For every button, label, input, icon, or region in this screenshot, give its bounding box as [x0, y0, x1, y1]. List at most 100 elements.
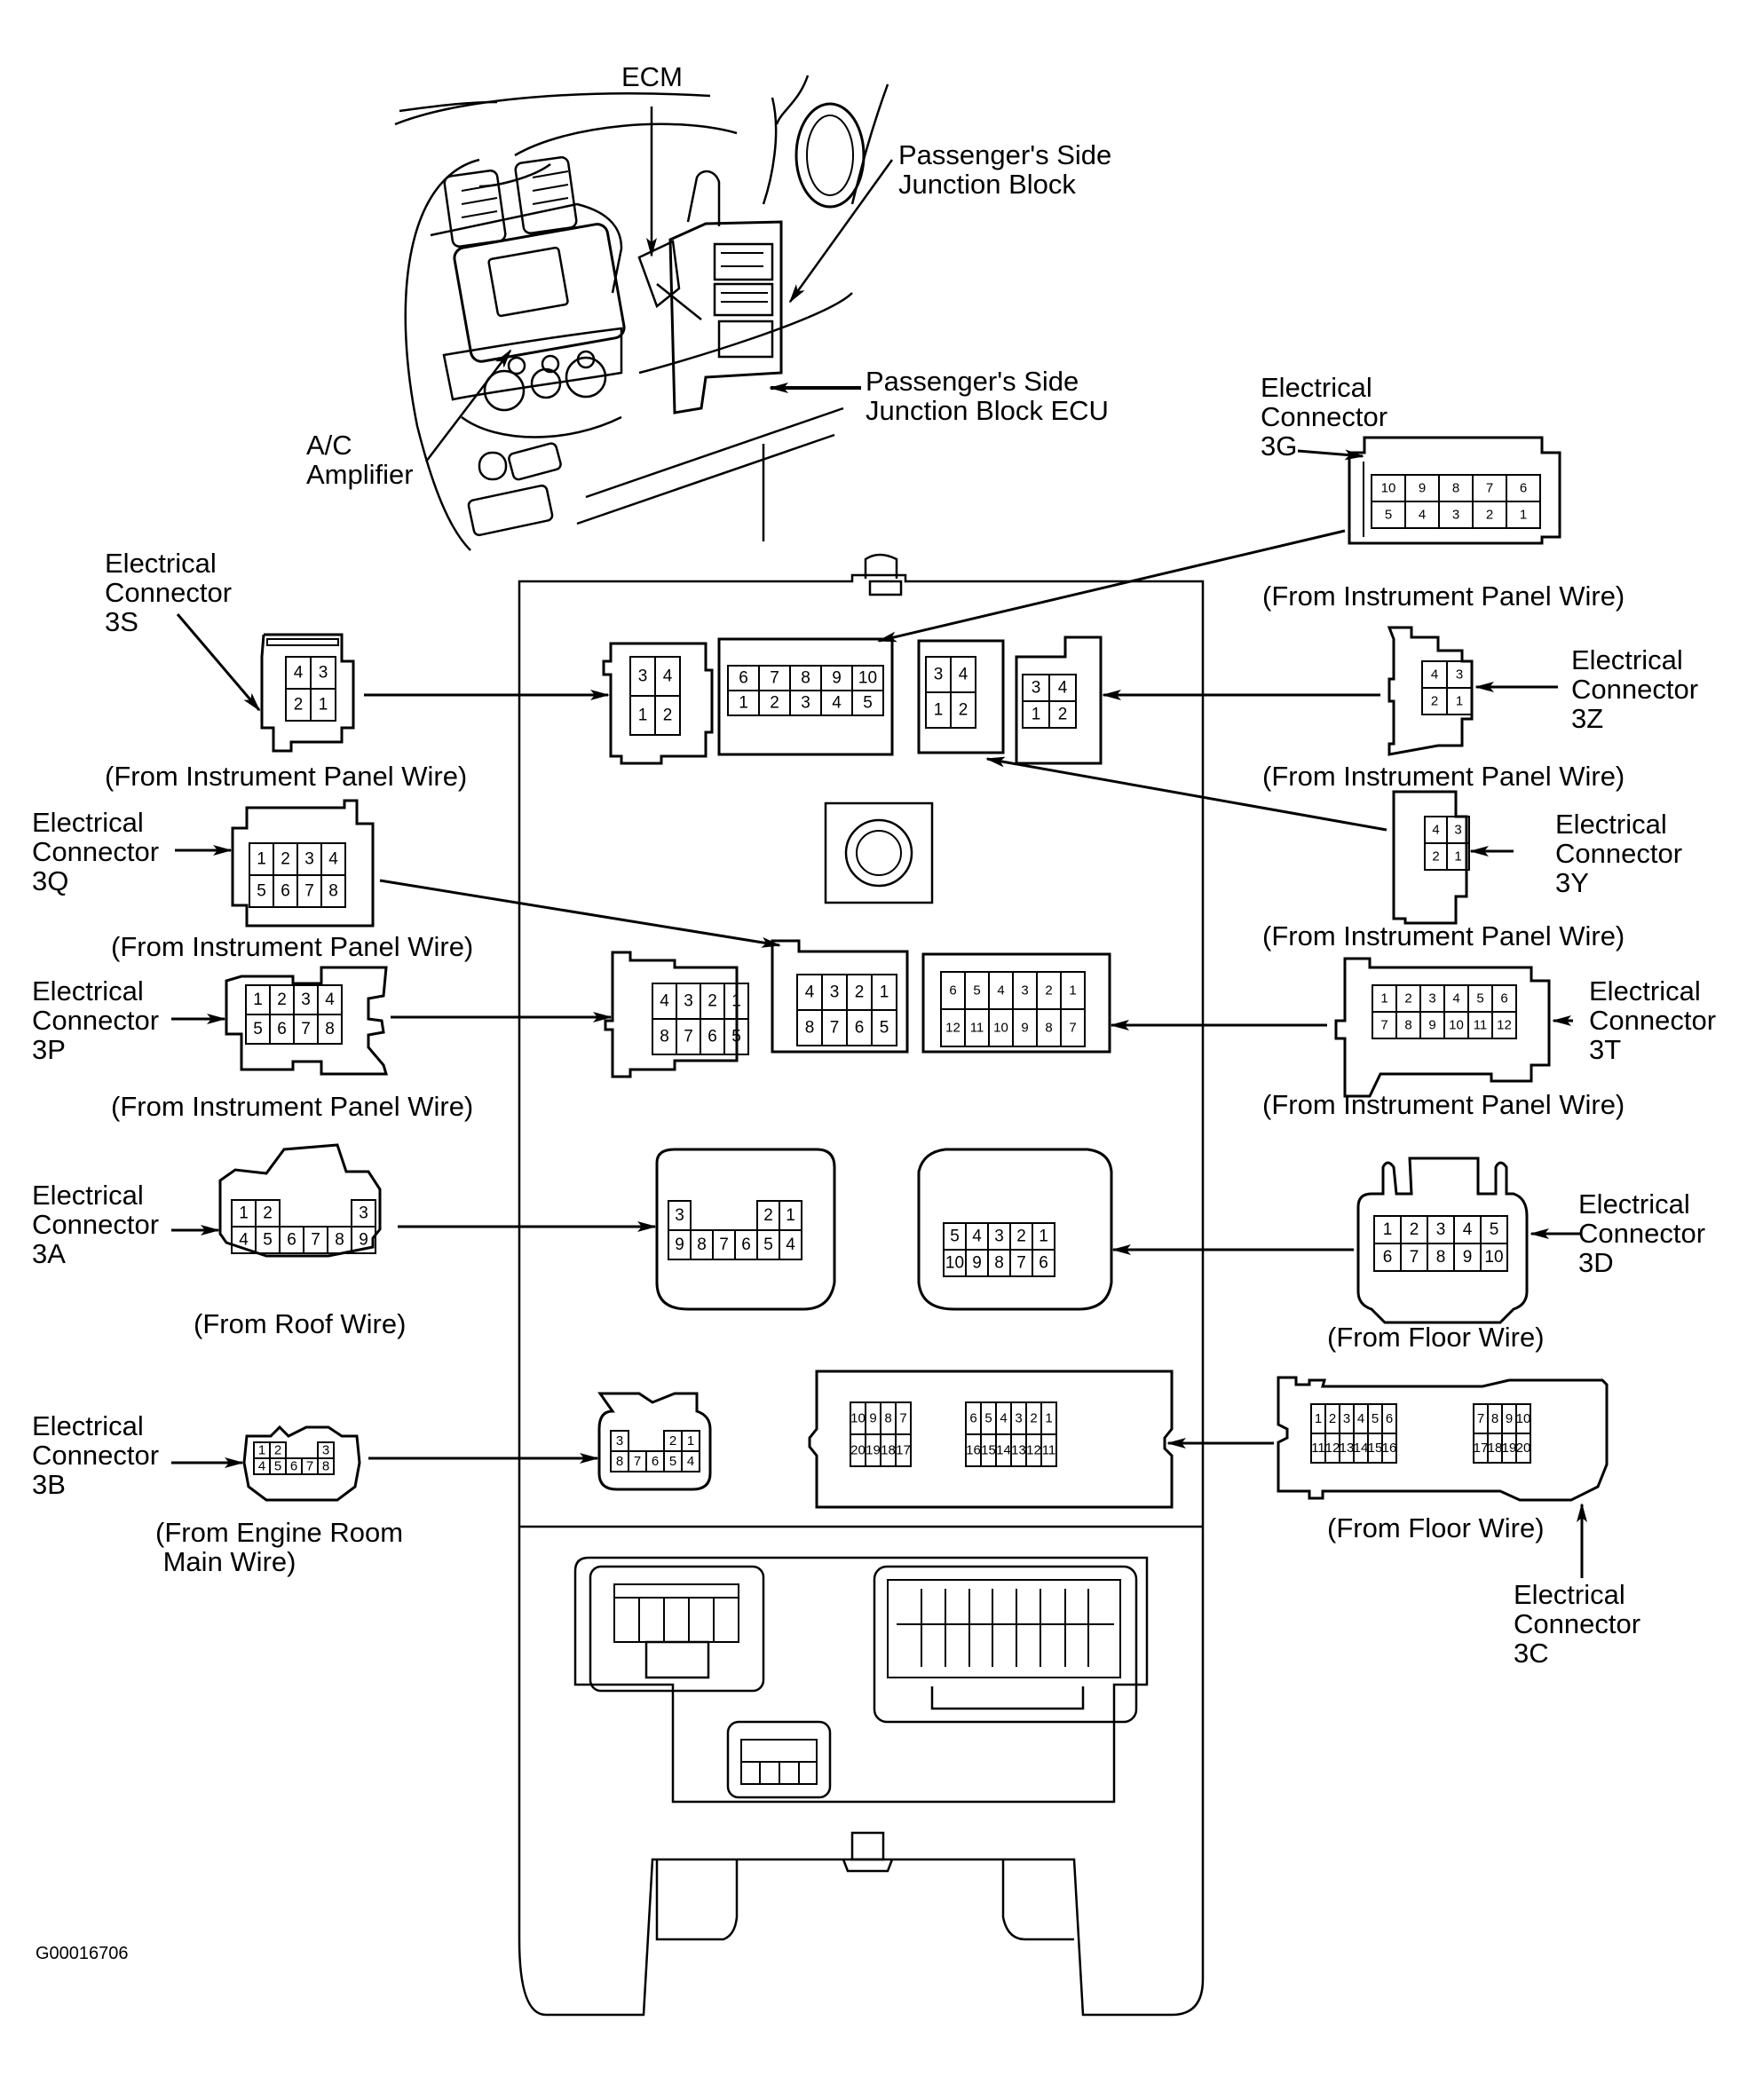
pin-number: 9: [1506, 1411, 1513, 1426]
pin-number: 2: [1486, 508, 1493, 523]
connector-3q-title: Electrical Connector 3Q: [32, 807, 160, 896]
pin-number: 10: [858, 669, 877, 688]
pin-number: 1: [258, 1443, 265, 1458]
housing-3c: [1277, 1376, 1609, 1502]
pin-number: 9: [675, 1236, 684, 1254]
pin-number: 1: [239, 1204, 249, 1223]
pin-number: 4: [239, 1231, 249, 1250]
pin-number: 6: [277, 1020, 287, 1038]
pin-cell: [1446, 687, 1473, 715]
pin-number: 6: [1039, 1254, 1048, 1273]
pin-number: 5: [1476, 991, 1483, 1007]
pin-number: 2: [294, 696, 304, 714]
pin-number: 9: [1428, 1018, 1435, 1033]
pin-number: 16: [1382, 1441, 1397, 1456]
connector-3t-source: (From Instrument Panel Wire): [1262, 1089, 1625, 1120]
pin-number: 6: [949, 983, 956, 999]
pin-number: 4: [1431, 667, 1438, 683]
connector-3c-title: Electrical Connector 3C: [1514, 1579, 1641, 1669]
pin-number: 2: [663, 707, 673, 725]
pin-number: 7: [1016, 1254, 1026, 1273]
pin-number: 8: [1045, 1021, 1052, 1036]
pin-number: 7: [1069, 1021, 1076, 1036]
arrow-3q: [379, 879, 781, 948]
pin-number: 7: [719, 1236, 729, 1254]
pin-number: 13: [1340, 1441, 1355, 1456]
pin-number: 2: [274, 1443, 281, 1458]
pin-number: 12: [1325, 1441, 1340, 1456]
ac-amplifier-label: A/C Amplifier: [306, 430, 414, 490]
pin-cell: [895, 1433, 912, 1467]
pin-cell: [1048, 700, 1077, 729]
pin-number: 6: [1500, 991, 1507, 1007]
pointer-3g: [1297, 449, 1364, 461]
pin-number: 19: [1502, 1441, 1517, 1456]
connector-3z-title: Electrical Connector 3Z: [1571, 644, 1699, 734]
pin-number: 6: [281, 882, 290, 901]
connector-3b-title: Electrical Connector 3B: [32, 1410, 160, 1500]
pin-number: 9: [869, 1411, 876, 1426]
pin-number: 6: [741, 1236, 751, 1254]
connector-3b-source: (From Engine Room Main Wire): [155, 1517, 404, 1577]
pin-number: 4: [328, 850, 338, 869]
pin-number: 17: [1474, 1441, 1489, 1456]
pin-number: 7: [770, 669, 779, 688]
pin-number: 2: [1016, 1228, 1026, 1246]
pin-number: 6: [855, 1019, 865, 1038]
pin-number: 1: [257, 850, 266, 869]
connector-3q-source: (From Instrument Panel Wire): [111, 931, 474, 962]
dashboard-illustration: [394, 75, 889, 551]
connector-3y-source: (From Instrument Panel Wire): [1262, 920, 1625, 951]
pin-number: 12: [1026, 1443, 1041, 1458]
pin-number: 8: [1404, 1018, 1411, 1033]
pin-number: 2: [277, 991, 287, 1009]
pin-number: 8: [1491, 1411, 1498, 1426]
pin-number: 6: [1383, 1248, 1393, 1267]
pin-number: 7: [634, 1454, 641, 1469]
pin-number: 2: [281, 850, 290, 869]
pin-number: 6: [652, 1454, 659, 1469]
pin-number: 10: [945, 1254, 964, 1273]
pin-number: 4: [660, 992, 669, 1011]
pin-number: 3: [1021, 983, 1028, 999]
pin-number: 1: [1380, 991, 1387, 1007]
pin-cell: [317, 1014, 343, 1045]
pin-number: 8: [994, 1254, 1004, 1273]
pin-number: 10: [993, 1021, 1008, 1036]
pin-number: 1: [1454, 849, 1461, 864]
socket-3a: [655, 1148, 836, 1311]
arrow-3g: [877, 529, 1346, 643]
pin-cell: [1515, 1433, 1531, 1464]
pin-number: 3: [830, 983, 840, 1002]
connector-3s-title: Electrical Connector 3S: [105, 548, 233, 637]
pin-number: 8: [325, 1020, 335, 1038]
junction-block-body: [518, 553, 1205, 2017]
pin-number: 7: [1410, 1248, 1419, 1267]
housing-3y: [1392, 790, 1468, 925]
connector-3p-source: (From Instrument Panel Wire): [111, 1091, 474, 1122]
connector-3c-source: (From Floor Wire): [1327, 1512, 1545, 1543]
pin-number: 8: [322, 1459, 329, 1474]
pin-number: 5: [257, 882, 266, 901]
pin-number: 3: [1428, 991, 1435, 1007]
pin-number: 3: [319, 664, 328, 683]
pin-number: 10: [850, 1411, 866, 1426]
pin-number: 8: [335, 1231, 344, 1250]
pin-number: 11: [1474, 1018, 1488, 1033]
socket-3t: [921, 952, 1111, 1054]
pin-number: 3: [675, 1206, 684, 1225]
junction-block-ecu-label: Passenger's Side Junction Block ECU: [866, 366, 1109, 426]
pin-number: 9: [1419, 481, 1426, 496]
pin-number: 6: [287, 1231, 296, 1250]
pin-number: 4: [325, 991, 335, 1009]
pin-number: 2: [1329, 1411, 1336, 1426]
